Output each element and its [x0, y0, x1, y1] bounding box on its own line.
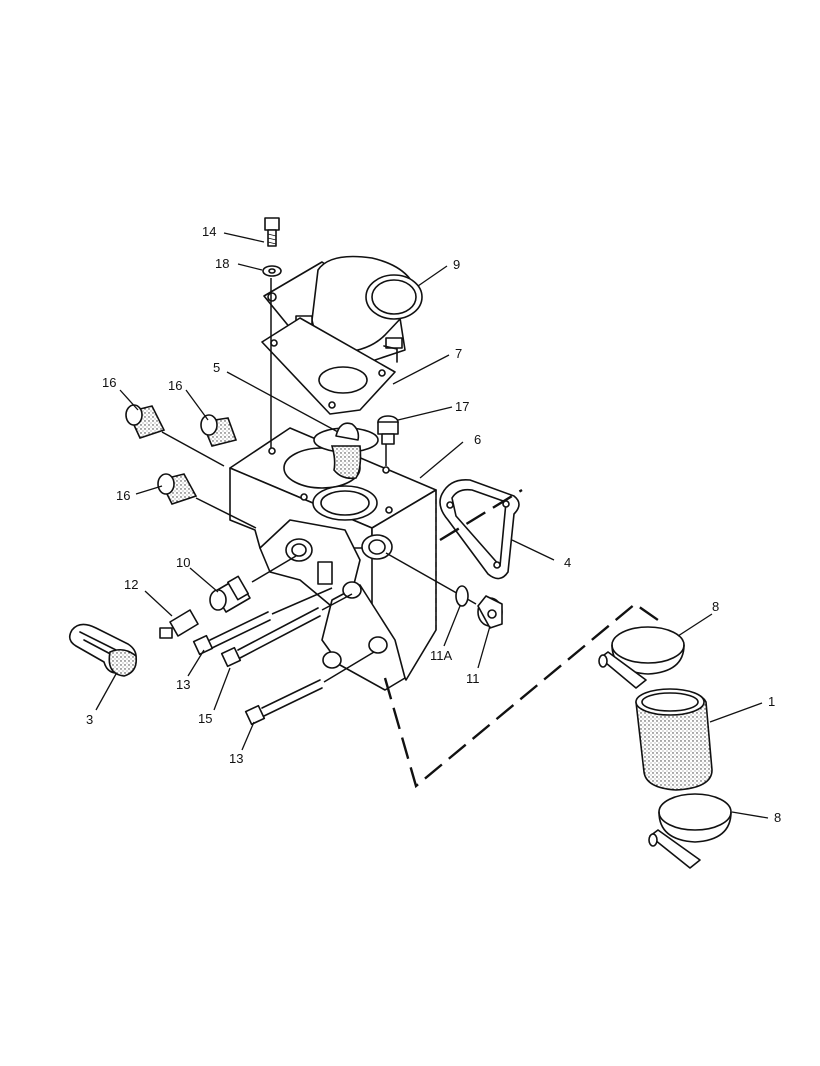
callout-6: 6 [474, 432, 481, 447]
callout-9: 9 [453, 257, 460, 272]
callout-4: 4 [564, 555, 571, 570]
bolt-13-lower [244, 651, 375, 726]
callout-labels: 14 18 9 7 5 17 16 16 16 6 4 10 12 8 1 8 … [86, 224, 781, 825]
callout-11: 11 [466, 671, 480, 686]
plug-16-middle [200, 414, 238, 447]
adapter-axis [251, 555, 297, 583]
housing [229, 427, 437, 691]
plug-16-lower [157, 473, 257, 529]
adapter-10 [209, 575, 251, 613]
callout-16-middle: 16 [168, 378, 182, 393]
callout-8-lower: 8 [774, 810, 781, 825]
callout-8-upper: 8 [712, 599, 719, 614]
elbow-outlet [263, 255, 423, 371]
callout-10: 10 [176, 555, 190, 570]
callout-14: 14 [202, 224, 216, 239]
callout-5: 5 [213, 360, 220, 375]
bolt-14 [264, 217, 280, 247]
callout-3: 3 [86, 712, 93, 727]
callout-16-lower: 16 [116, 488, 130, 503]
bolt-13-upper [192, 587, 333, 656]
callout-12: 12 [124, 577, 138, 592]
callout-11a: 11A [430, 648, 452, 663]
callout-18: 18 [215, 256, 229, 271]
fitting-12 [159, 609, 199, 639]
gasket [261, 317, 398, 415]
callout-13-upper: 13 [176, 677, 190, 692]
cover-gasket-4 [439, 478, 520, 580]
thermostat [313, 422, 379, 480]
leader-lines [95, 232, 769, 819]
callout-1: 1 [768, 694, 775, 709]
seal-11a [455, 585, 469, 607]
hose-routing [383, 602, 659, 789]
callout-7: 7 [455, 346, 462, 361]
plug-17 [377, 415, 399, 445]
washer-18 [262, 265, 282, 277]
clamp-8-lower [648, 793, 732, 869]
plug-16-left [125, 404, 225, 467]
plug-11 [477, 595, 503, 629]
bolt-15 [220, 593, 353, 668]
cover-axis [439, 488, 523, 542]
callout-16-left: 16 [102, 375, 116, 390]
sensor-3 [68, 623, 138, 677]
callout-17: 17 [455, 399, 469, 414]
callout-15: 15 [198, 711, 212, 726]
hose-1 [635, 688, 713, 791]
callout-13-lower: 13 [229, 751, 243, 766]
clamp-8-upper [598, 626, 685, 689]
